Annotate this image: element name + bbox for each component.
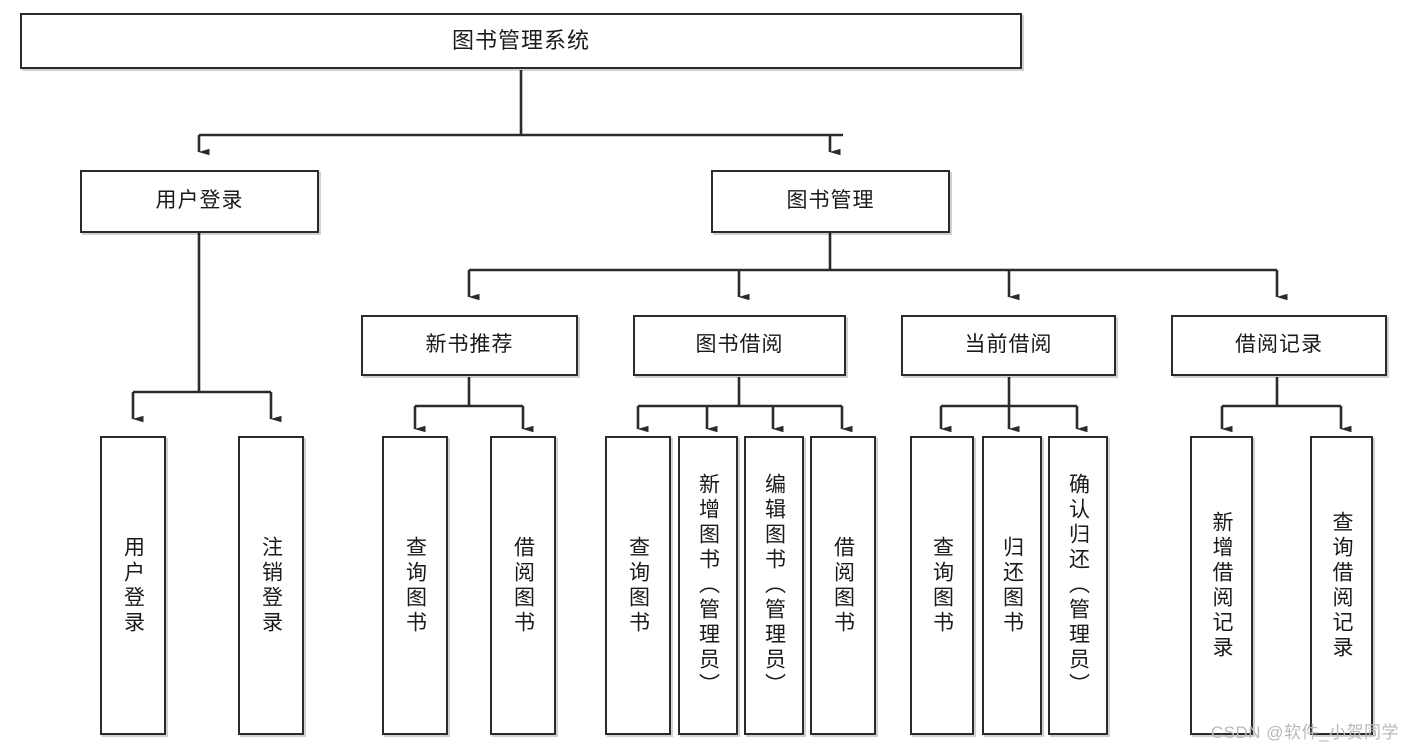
node-book-manage[interactable]: 图书管理 xyxy=(711,170,950,233)
node-user-login[interactable]: 用户登录 xyxy=(80,170,319,233)
node-leaf-borrow-edit-label: 编辑图书（管理员） xyxy=(762,473,786,698)
node-leaf-rec-borrow-label: 借阅图书 xyxy=(511,535,535,636)
node-leaf-borrow-add-label: 新增图书（管理员） xyxy=(696,473,720,698)
node-leaf-cur-return[interactable]: 归还图书 xyxy=(982,436,1042,735)
node-leaf-borrow-edit[interactable]: 编辑图书（管理员） xyxy=(744,436,804,735)
node-leaf-user-login[interactable]: 用户登录 xyxy=(100,436,166,735)
node-user-login-label: 用户登录 xyxy=(155,189,244,213)
node-current-borrow-label: 当前借阅 xyxy=(964,333,1053,357)
node-new-book-rec[interactable]: 新书推荐 xyxy=(361,315,578,376)
node-leaf-cur-query-label: 查询图书 xyxy=(930,535,954,636)
node-leaf-borrow-do[interactable]: 借阅图书 xyxy=(810,436,876,735)
node-borrow-record[interactable]: 借阅记录 xyxy=(1171,315,1387,376)
node-leaf-user-login-label: 用户登录 xyxy=(121,535,145,636)
node-leaf-rec-query[interactable]: 查询图书 xyxy=(382,436,448,735)
node-book-manage-label: 图书管理 xyxy=(786,189,875,213)
node-leaf-rec-query2-label: 查询借阅记录 xyxy=(1330,510,1353,661)
node-book-borrow-label: 图书借阅 xyxy=(695,333,784,357)
node-leaf-rec-borrow[interactable]: 借阅图书 xyxy=(490,436,556,735)
node-leaf-borrow-do-label: 借阅图书 xyxy=(831,535,855,636)
node-leaf-borrow-query-label: 查询图书 xyxy=(626,535,650,636)
node-leaf-borrow-query[interactable]: 查询图书 xyxy=(605,436,671,735)
node-leaf-cur-return-label: 归还图书 xyxy=(1000,535,1024,636)
node-leaf-rec-add-label: 新增借阅记录 xyxy=(1210,510,1233,661)
csdn-watermark: CSDN @软件_小贺同学 xyxy=(1210,723,1399,742)
node-borrow-record-label: 借阅记录 xyxy=(1235,333,1323,357)
node-root-label: 图书管理系统 xyxy=(451,28,590,54)
node-new-book-rec-label: 新书推荐 xyxy=(425,333,514,357)
node-leaf-rec-add[interactable]: 新增借阅记录 xyxy=(1190,436,1253,735)
node-leaf-borrow-add[interactable]: 新增图书（管理员） xyxy=(678,436,738,735)
node-leaf-cur-query[interactable]: 查询图书 xyxy=(910,436,974,735)
node-leaf-user-logout[interactable]: 注销登录 xyxy=(238,436,304,735)
node-leaf-rec-query-label: 查询图书 xyxy=(403,535,427,636)
node-leaf-cur-confirm[interactable]: 确认归还（管理员） xyxy=(1048,436,1108,735)
node-leaf-rec-query2[interactable]: 查询借阅记录 xyxy=(1310,436,1373,735)
node-leaf-user-logout-label: 注销登录 xyxy=(259,535,283,636)
node-leaf-cur-confirm-label: 确认归还（管理员） xyxy=(1066,473,1090,698)
node-current-borrow[interactable]: 当前借阅 xyxy=(901,315,1116,376)
node-root[interactable]: 图书管理系统 xyxy=(20,13,1022,69)
node-book-borrow[interactable]: 图书借阅 xyxy=(633,315,846,376)
